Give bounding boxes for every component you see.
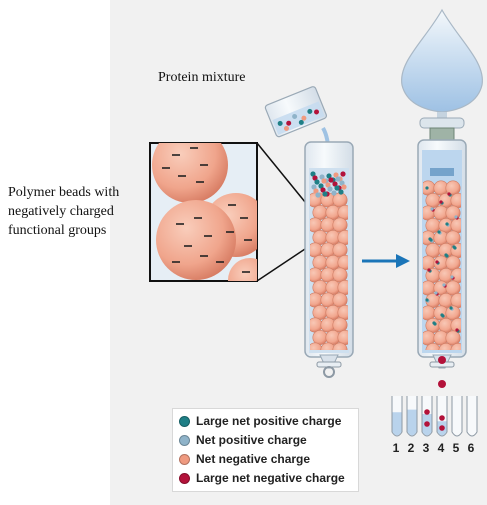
protein-dot: [439, 200, 443, 204]
eluting-drop: [438, 380, 446, 388]
legend-dot-icon: [179, 453, 190, 465]
protein-dot: [428, 237, 432, 241]
protein-dot: [450, 275, 454, 279]
fraction-number: 3: [422, 441, 430, 455]
bead: [332, 342, 348, 350]
protein-dot: [319, 174, 325, 180]
legend-item: Large net positive charge: [179, 412, 341, 430]
protein-dot: [439, 425, 445, 431]
polymer-beads-label: Polymer beads with negatively charged fu…: [8, 185, 120, 238]
protein-dot: [455, 328, 459, 332]
charge-legend: Large net positive charge Net positive c…: [172, 408, 359, 492]
test-tube-icon: [451, 396, 463, 437]
legend-item: Net negative charge: [179, 450, 310, 468]
protein-dot: [340, 171, 346, 177]
protein-dot: [312, 175, 318, 181]
protein-dot: [452, 245, 456, 249]
protein-dot: [335, 176, 341, 182]
protein-dot: [311, 184, 317, 190]
column-icon: [417, 139, 467, 388]
protein-dot: [424, 409, 430, 415]
protein-dot: [341, 184, 347, 190]
protein-dot: [432, 321, 436, 325]
protein-dot: [454, 215, 458, 219]
column-icon: [304, 141, 354, 378]
protein-dot: [434, 291, 438, 295]
bead-zoom-inset: [149, 142, 258, 282]
protein-dot: [338, 189, 344, 195]
protein-dot: [328, 177, 334, 183]
protein-dot: [327, 186, 333, 192]
protein-dot: [313, 188, 319, 194]
protein-dot: [310, 171, 316, 177]
bead: [438, 343, 454, 350]
protein-dot: [326, 173, 332, 179]
protein-mixture-label: Protein mixture: [158, 70, 246, 85]
fraction-number: 6: [467, 441, 475, 455]
protein-dot: [334, 185, 340, 191]
legend-dot-icon: [179, 434, 190, 446]
fraction-number: 1: [392, 441, 400, 455]
protein-dot: [333, 172, 339, 178]
fraction-tubes: [391, 396, 478, 437]
protein-dot: [322, 191, 328, 197]
legend-item: Large net negative charge: [179, 469, 345, 487]
beaker-icon: [264, 86, 328, 138]
protein-dot: [314, 179, 320, 185]
protein-dot: [325, 182, 331, 188]
legend-item: Net positive charge: [179, 431, 307, 449]
test-tube-icon: [466, 396, 478, 437]
legend-dot-icon: [179, 415, 190, 427]
protein-dot: [444, 253, 448, 257]
arrow-right-icon: [362, 254, 410, 268]
test-tube-icon: [391, 396, 403, 437]
legend-dot-icon: [179, 472, 190, 484]
protein-dot: [427, 268, 431, 272]
protein-dot: [445, 222, 449, 226]
protein-dot: [339, 180, 345, 186]
protein-dot: [321, 178, 327, 184]
protein-dot: [320, 187, 326, 193]
protein-dot: [440, 313, 444, 317]
protein-dot: [315, 192, 321, 198]
protein-dot: [435, 260, 439, 264]
protein-dot: [442, 283, 446, 287]
legend-label: Net positive charge: [196, 433, 307, 447]
protein-dot: [318, 183, 324, 189]
fraction-number: 5: [452, 441, 460, 455]
bead: [450, 343, 461, 350]
funnel-icon: [401, 8, 483, 147]
protein-dot: [430, 207, 434, 211]
test-tube-icon: [406, 396, 418, 437]
protein-dot: [437, 230, 441, 234]
protein-dot: [425, 298, 429, 302]
legend-label: Large net positive charge: [196, 414, 342, 428]
legend-label: Large net negative charge: [196, 471, 345, 485]
fraction-number: 4: [437, 441, 445, 455]
protein-dot: [424, 421, 430, 427]
fraction-number: 2: [407, 441, 415, 455]
protein-dot: [425, 186, 429, 190]
protein-dot: [449, 306, 453, 310]
bead: [425, 343, 441, 350]
protein-dot: [439, 415, 445, 421]
protein-dot: [447, 192, 451, 196]
test-tube-icon: [421, 396, 433, 437]
protein-dot: [332, 181, 338, 187]
protein-dot: [331, 190, 337, 196]
legend-label: Net negative charge: [196, 452, 311, 466]
